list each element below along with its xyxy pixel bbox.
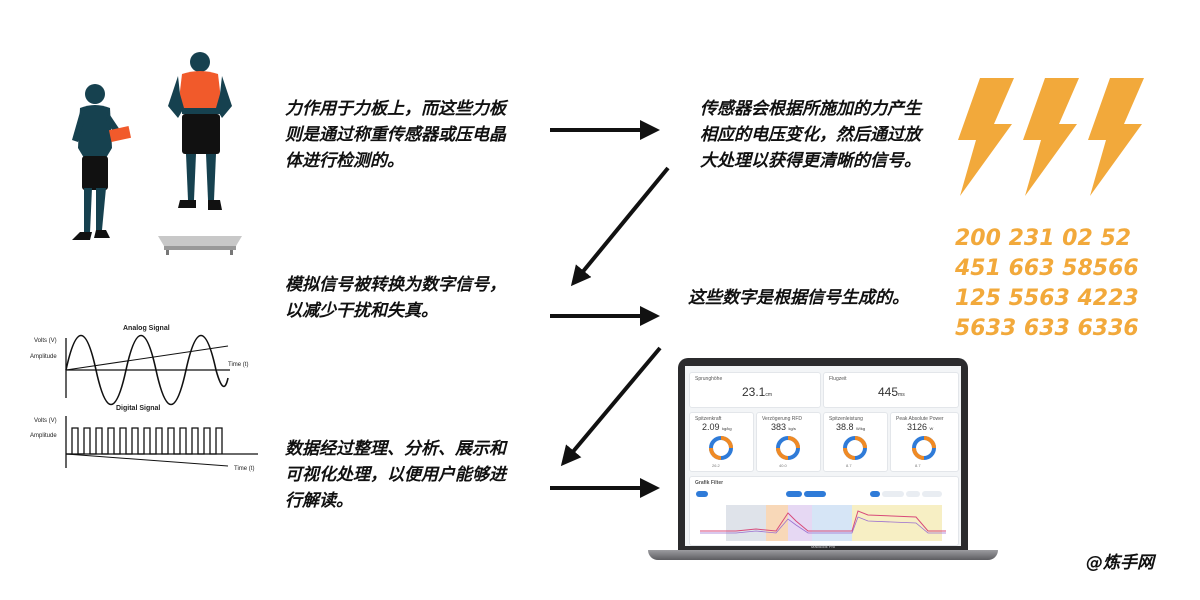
step1-line: 则是通过称重传感器或压电晶 [285,125,506,145]
card-value: 23.1cm [742,385,773,399]
lightning-bolts [958,78,1144,196]
top-card-jump-height: Sprunghöhe 23.1cm [689,372,821,408]
metric-card: Spitzenkraft 2.09 kg/kg 26.2 [689,412,754,472]
laptop-brand: MacBook Pro [810,544,835,549]
step2-line: 传感器会根据所施加的力产生 [700,99,921,119]
donut-chart [776,436,800,460]
card-value: 445ms [878,385,905,399]
clipboard [108,126,132,142]
force-plate [158,236,242,255]
lightning-icon [958,78,1014,196]
number-line: 200 231 02 52 [955,226,1132,251]
filter-title: Grafik Filter [695,480,724,486]
donut-chart [709,436,733,460]
metric-card: Peak Absolute Power 3126 W 8.7 [890,412,959,472]
metric-card: Spitzenleistung 38.8 W/kg 8.7 [823,412,888,472]
arrow-diag-1 [570,166,670,287]
top-card-flight-time: Flugzeit 445ms [823,372,959,408]
digital-title: Digital Signal [116,405,160,412]
laptop-screen-bezel: Sprunghöhe 23.1cm Flugzeit 445ms Spitzen… [678,358,968,550]
number-line: 451 663 58566 [955,256,1139,281]
step5-line: 可视化处理，以便用户能够进 [285,465,506,485]
amplitude-label-analog: Amplitude [30,354,57,360]
step3-line: 以减少干扰和失真。 [285,301,438,321]
dashboard-screen: Sprunghöhe 23.1cm Flugzeit 445ms Spitzen… [685,366,961,546]
step3-text: 模拟信号被转换为数字信号， 以减少干扰和失真。 [285,272,525,324]
step5-line: 行解读。 [285,491,353,511]
watermark: @炼手网 [1086,553,1154,573]
filter-pill[interactable] [804,491,826,497]
donut-chart [912,436,936,460]
laptop: Sprunghöhe 23.1cm Flugzeit 445ms Spitzen… [648,358,998,568]
athletes-illustration [72,52,242,255]
digital-numbers: 200 231 02 52 451 663 58566 125 5563 422… [955,224,1175,344]
force-time-graph [700,505,946,541]
volts-label-analog: Volts (V) [34,338,57,344]
laptop-base [648,550,998,560]
number-line: 125 5563 4223 [955,286,1139,311]
volts-label-digital: Volts (V) [34,418,57,424]
step1-line: 体进行检测的。 [285,151,404,171]
step2-line: 大处理以获得更清晰的信号。 [700,151,921,171]
filter-pill[interactable] [696,491,708,497]
number-line: 5633 633 6336 [955,316,1139,341]
athlete-figure [168,52,232,210]
step3-line: 模拟信号被转换为数字信号， [285,275,506,295]
amplitude-label-digital: Amplitude [30,433,57,439]
metric-card: Verzögerung RFD 383 kg/s 40.0 [756,412,821,472]
donut-chart [843,436,867,460]
arrow-diag-2 [560,346,662,467]
filter-pill[interactable] [786,491,802,497]
analog-title: Analog Signal [123,325,170,332]
step2-text: 传感器会根据所施加的力产生 相应的电压变化，然后通过放 大处理以获得更清晰的信号… [700,96,940,174]
card-label: Flugzeit [829,376,847,382]
step4-line: 这些数字是根据信号生成的。 [688,288,909,308]
filter-pill[interactable] [882,491,904,497]
analog-wave [65,334,229,406]
lightning-icon [1023,78,1079,196]
step5-text: 数据经过整理、分析、展示和 可视化处理，以便用户能够进 行解读。 [285,436,525,514]
digital-wave [66,427,223,455]
signal-diagrams: Analog Signal Volts (V) Amplitude Time (… [30,325,258,472]
graph-filter-card: Grafik Filter [689,476,959,546]
step1-line: 力作用于力板上，而这些力板 [285,99,506,119]
time-label-digital: Time (t) [234,466,254,472]
filter-pill[interactable] [870,491,880,497]
step5-line: 数据经过整理、分析、展示和 [285,439,506,459]
coach-figure [72,84,124,240]
step4-text: 这些数字是根据信号生成的。 [688,285,938,311]
filter-pill[interactable] [922,491,942,497]
card-label: Sprunghöhe [695,376,723,382]
step1-text: 力作用于力板上，而这些力板 则是通过称重传感器或压电晶 体进行检测的。 [285,96,525,174]
filter-pill[interactable] [906,491,920,497]
lightning-icon [1088,78,1144,196]
step2-line: 相应的电压变化，然后通过放 [700,125,921,145]
time-label-analog: Time (t) [228,362,248,368]
